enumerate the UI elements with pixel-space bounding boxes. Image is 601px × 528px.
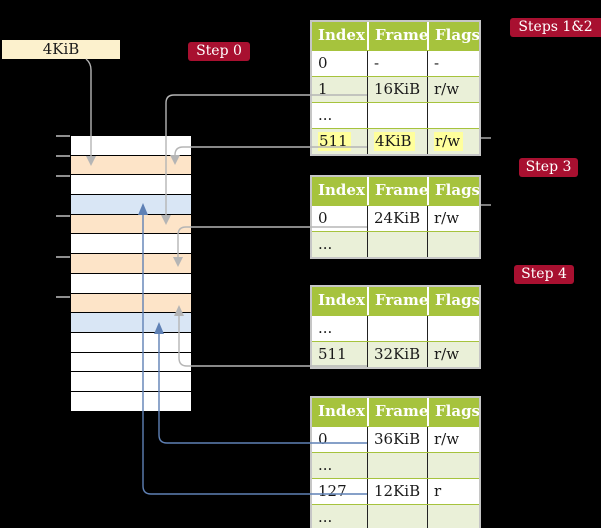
table-cell: 16KiB xyxy=(367,77,427,102)
table-cell: r/w xyxy=(427,129,479,154)
memory-frame-row-9-blue xyxy=(71,313,191,333)
table-cell: ... xyxy=(318,235,333,253)
column-header-flags: Flags xyxy=(427,22,479,50)
table-cell xyxy=(367,453,427,478)
table-row: ... xyxy=(312,231,479,257)
table-row: ... xyxy=(312,315,479,341)
table-cell xyxy=(427,232,479,257)
highlighted-value: 511 xyxy=(318,132,351,151)
table-cell xyxy=(427,453,479,478)
physical-memory-column xyxy=(70,135,192,412)
table-cell xyxy=(427,505,479,528)
cr3-address-box: 4KiB xyxy=(2,40,120,59)
table-cell: r/w xyxy=(427,342,479,367)
table-cell: r xyxy=(427,479,479,504)
table-cell xyxy=(367,505,427,528)
table-cell: - xyxy=(367,51,427,76)
highlighted-value: r/w xyxy=(434,132,464,151)
highlighted-value: 4KiB xyxy=(374,132,415,151)
memory-frame-row-11-white xyxy=(71,352,191,373)
address-tick xyxy=(56,215,70,218)
column-header-frame: Frame xyxy=(367,22,427,50)
table-cell: ... xyxy=(318,319,333,337)
table-cell: 36KiB xyxy=(367,427,427,452)
memory-frame-row-0-white xyxy=(71,136,191,156)
memory-frame-row-13-white xyxy=(71,391,191,411)
table-cell: r/w xyxy=(427,427,479,452)
column-header-index: Index xyxy=(318,402,365,420)
cr3-address-label: 4KiB xyxy=(42,40,80,58)
address-tick xyxy=(56,255,70,258)
table-cell: 127 xyxy=(318,482,347,500)
address-tick xyxy=(56,175,70,178)
table-cell: 0 xyxy=(318,430,328,448)
table-cell: ... xyxy=(318,508,333,526)
memory-frame-row-7-white xyxy=(71,273,191,294)
table-cell xyxy=(367,316,427,341)
memory-frame-row-10-white xyxy=(71,332,191,353)
table-cell: r/w xyxy=(427,206,479,231)
table-cell: 1 xyxy=(318,80,328,98)
address-tick xyxy=(56,135,70,137)
memory-frame-row-1-orange xyxy=(71,155,191,176)
memory-frame-row-5-white xyxy=(71,234,191,255)
table-cell: 511 xyxy=(312,129,367,154)
table-cell xyxy=(427,103,479,128)
table-cell: - xyxy=(427,51,479,76)
table-row: 0 -- xyxy=(312,50,479,76)
badge-step-3: Step 3 xyxy=(519,158,578,177)
badge-step-0: Step 0 xyxy=(188,42,250,61)
column-header-index: Index xyxy=(318,181,365,199)
memory-frame-row-2-white xyxy=(71,175,191,196)
address-tick xyxy=(56,155,70,158)
memory-frame-row-12-white xyxy=(71,372,191,392)
address-tick xyxy=(56,295,70,298)
column-header-index: Index xyxy=(318,26,365,44)
table-cell: 32KiB xyxy=(367,342,427,367)
table-row: ... xyxy=(312,504,479,528)
table-cell: 4KiB xyxy=(367,129,427,154)
table-cell: 12KiB xyxy=(367,479,427,504)
table-cell: ... xyxy=(318,106,333,124)
table-cell xyxy=(367,232,427,257)
badge-steps-1-2: Steps 1&2 xyxy=(510,18,601,37)
column-header-index: Index xyxy=(318,291,365,309)
table-cell: ... xyxy=(318,456,333,474)
memory-frame-row-8-orange xyxy=(71,293,191,314)
badge-step-4: Step 4 xyxy=(514,265,574,284)
column-header-flags: Flags xyxy=(427,177,479,205)
column-header-flags: Flags xyxy=(427,398,479,426)
table-cell: 0 xyxy=(318,209,328,227)
table-cell: r/w xyxy=(427,77,479,102)
table-cell xyxy=(367,103,427,128)
column-header-flags: Flags xyxy=(427,287,479,315)
column-header-frame: Frame xyxy=(367,398,427,426)
table-cell: 24KiB xyxy=(367,206,427,231)
column-header-frame: Frame xyxy=(367,177,427,205)
table-cell: 0 xyxy=(318,54,328,72)
memory-frame-row-4-orange xyxy=(71,214,191,235)
table-row: ... xyxy=(312,102,479,128)
table-row: 511 4KiB r/w xyxy=(312,128,479,154)
table-row: ... xyxy=(312,452,479,478)
column-header-frame: Frame xyxy=(367,287,427,315)
table-cell xyxy=(427,316,479,341)
memory-frame-row-6-orange xyxy=(71,254,191,274)
memory-frame-row-3-blue xyxy=(71,195,191,215)
table-cell: 511 xyxy=(318,345,347,363)
